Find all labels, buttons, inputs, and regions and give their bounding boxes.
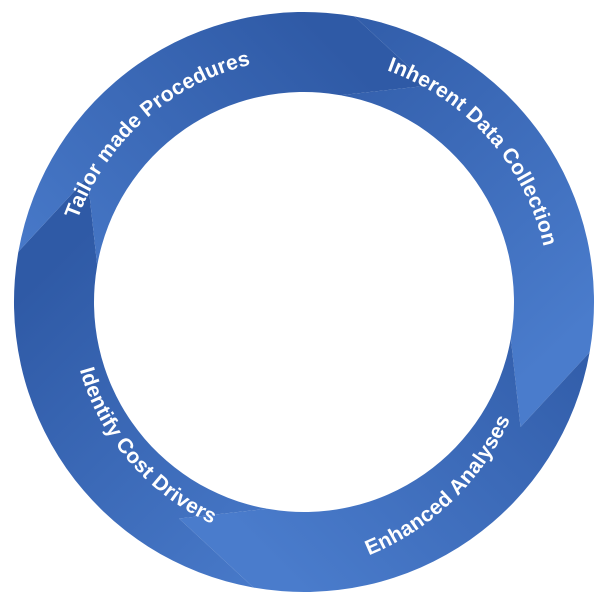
cycle-segment-inherent-data-collection xyxy=(340,16,595,428)
cycle-segment-enhanced-analyses xyxy=(179,338,590,593)
cycle-segment-tailor-made-procedures xyxy=(18,11,430,266)
cycle-segment-identify-cost-drivers xyxy=(13,177,268,588)
